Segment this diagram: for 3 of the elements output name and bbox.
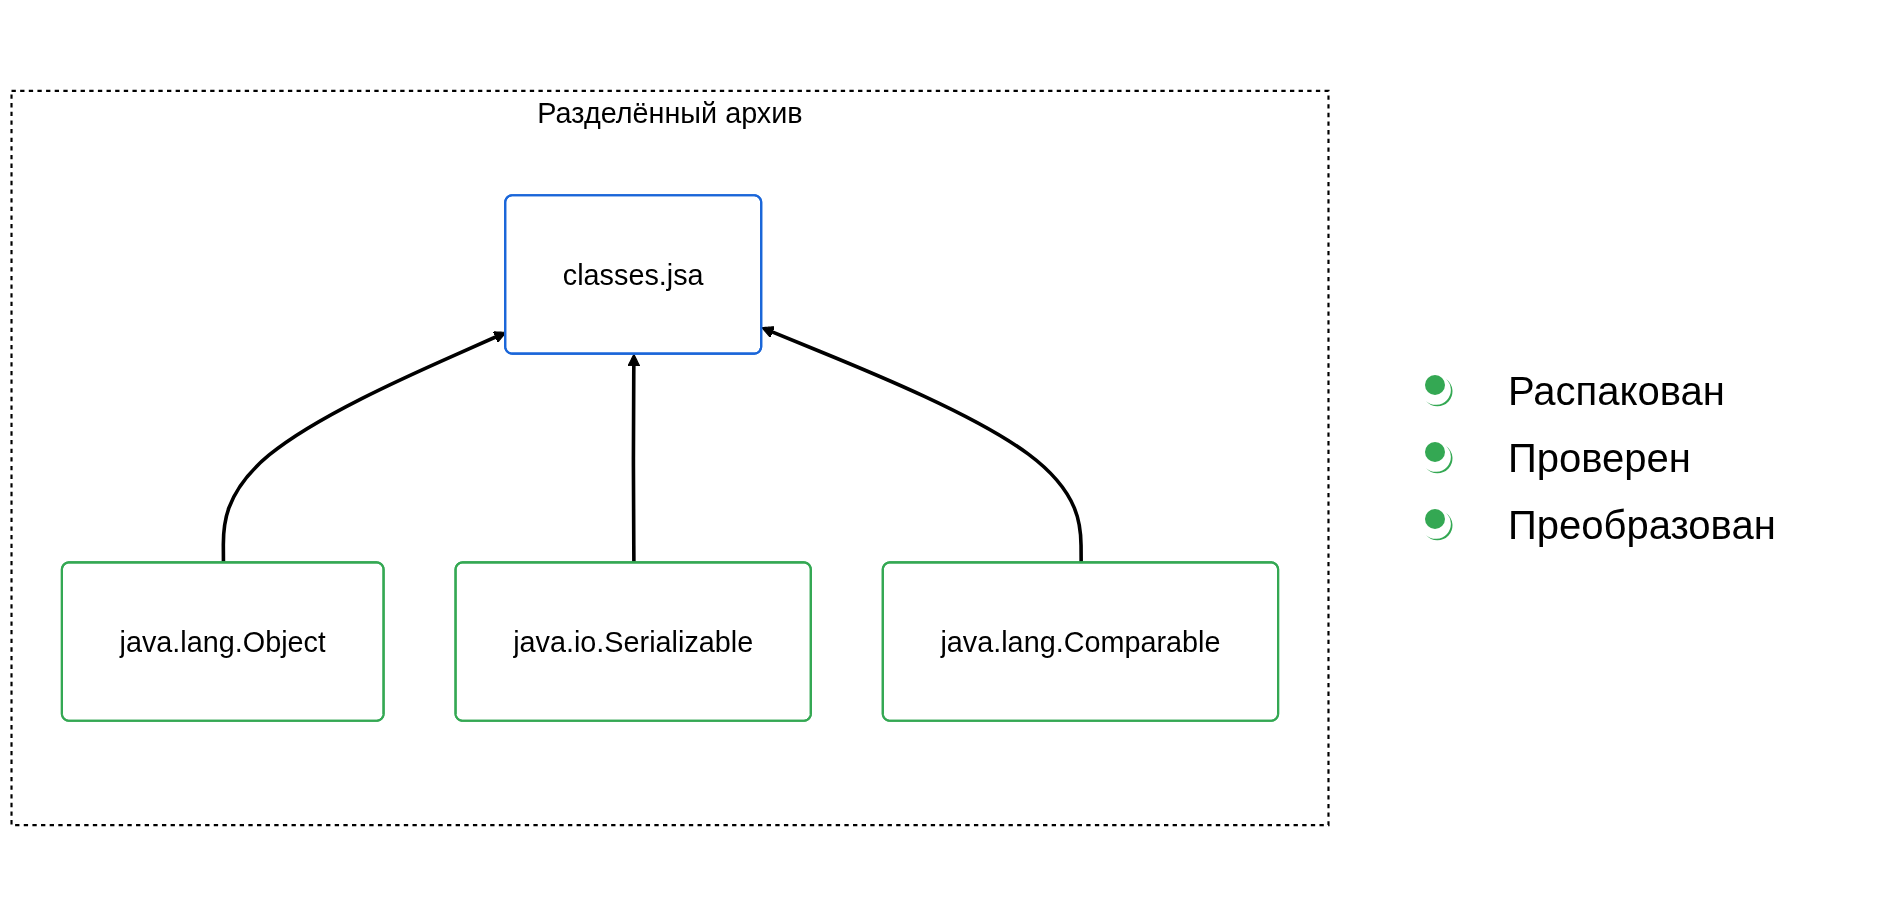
legend-label: Проверен (1508, 435, 1691, 481)
legend-label: Распакован (1508, 368, 1725, 414)
legend-label: Преобразован (1508, 502, 1776, 548)
